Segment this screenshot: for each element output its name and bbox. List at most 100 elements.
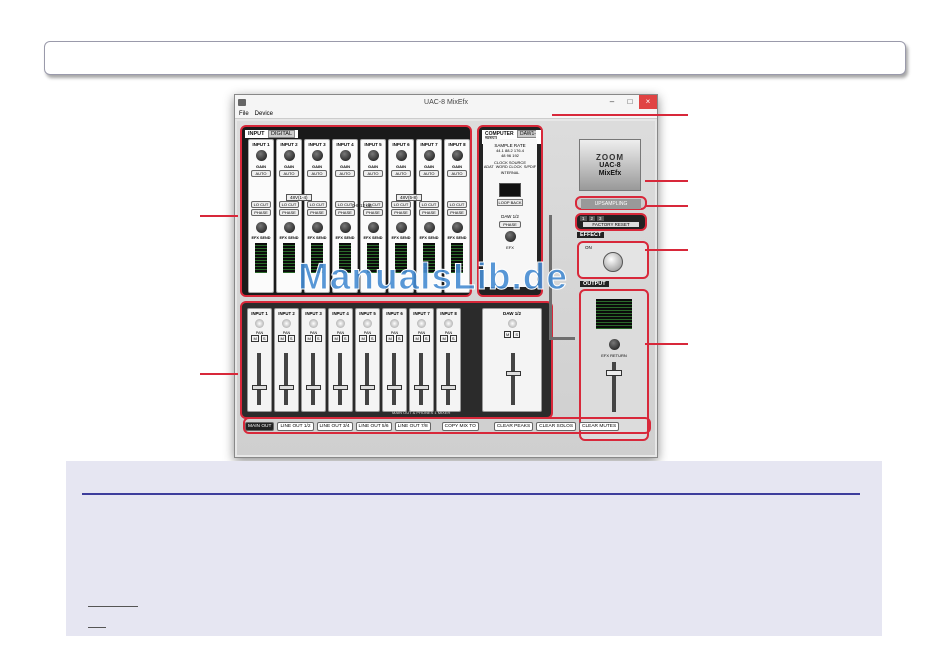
auto-button[interactable]: AUTO <box>279 170 299 177</box>
solo-button[interactable]: S <box>395 335 403 342</box>
efx-send-knob[interactable] <box>311 222 323 233</box>
locut-button[interactable]: LO CUT <box>419 201 439 208</box>
mute-button[interactable]: M <box>278 335 286 342</box>
pan-knob[interactable] <box>444 319 453 328</box>
menu-device[interactable]: Device <box>254 110 274 117</box>
gain-knob[interactable] <box>395 150 407 161</box>
auto-button[interactable]: AUTO <box>307 170 327 177</box>
fader-knob[interactable] <box>387 385 402 390</box>
efx-send-knob[interactable] <box>339 222 351 233</box>
auto-button[interactable]: AUTO <box>419 170 439 177</box>
pan-knob[interactable] <box>255 319 264 328</box>
clock-spdif[interactable]: S/PDIF <box>523 165 537 169</box>
input-source-select[interactable]: DIGITAL <box>268 130 296 138</box>
copy-mix-button[interactable]: COPY MIX TO <box>441 421 479 431</box>
mute-button[interactable]: M <box>440 335 448 342</box>
tab-line-out-7-8[interactable]: LINE OUT 7/8 <box>394 421 431 431</box>
efx-send-knob[interactable] <box>423 222 435 233</box>
phase-button[interactable]: PHASE <box>419 209 439 216</box>
upsampling-button[interactable]: UPSAMPLING <box>581 199 641 209</box>
mute-button[interactable]: M <box>413 335 421 342</box>
solo-button[interactable]: S <box>422 335 430 342</box>
factory-reset-button[interactable]: FACTORY RESET <box>583 222 639 227</box>
phantom-5-8-button[interactable]: 48V(5-8) <box>396 194 422 201</box>
phase-button[interactable]: PHASE <box>447 209 467 216</box>
fader-knob[interactable] <box>252 385 267 390</box>
close-button[interactable]: × <box>639 95 657 109</box>
auto-button[interactable]: AUTO <box>363 170 383 177</box>
phase-button[interactable]: PHASE <box>251 209 271 216</box>
phase-button[interactable]: PHASE <box>307 209 327 216</box>
minimize-button[interactable]: – <box>609 97 615 106</box>
efx-return-knob[interactable] <box>608 339 620 350</box>
mute-button[interactable]: M <box>386 335 394 342</box>
tab-main-out[interactable]: MAIN OUT <box>245 421 275 431</box>
solo-button[interactable]: S <box>314 335 322 342</box>
tab-line-out-5-6[interactable]: LINE OUT 5/6 <box>355 421 392 431</box>
solo-button[interactable]: S <box>260 335 268 342</box>
phase-button[interactable]: PHASE <box>279 209 299 216</box>
clear-solos-button[interactable]: CLEAR SOLOS <box>536 421 577 431</box>
preset-1[interactable]: 1 <box>580 216 587 221</box>
phantom-1-4-button[interactable]: 48V(1-4) <box>286 194 312 201</box>
locut-button[interactable]: LO CUT <box>307 201 327 208</box>
mute-button[interactable]: M <box>332 335 340 342</box>
pan-knob[interactable] <box>336 319 345 328</box>
efx-send-knob[interactable] <box>367 222 379 233</box>
pan-knob[interactable] <box>390 319 399 328</box>
daw-fader-knob[interactable] <box>506 371 521 376</box>
clock-word[interactable]: WORD CLOCK <box>495 165 522 169</box>
clear-peaks-button[interactable]: CLEAR PEAKS <box>493 421 534 431</box>
preset-2[interactable]: 2 <box>588 216 596 221</box>
solo-button[interactable]: S <box>449 335 457 342</box>
phase-button[interactable]: PHASE <box>391 209 411 216</box>
auto-button[interactable]: AUTO <box>251 170 271 177</box>
fader-knob[interactable] <box>414 385 429 390</box>
maximize-button[interactable]: □ <box>627 97 633 106</box>
output-fader-knob[interactable] <box>606 370 622 376</box>
daw-pan-knob[interactable] <box>507 319 517 328</box>
fader-knob[interactable] <box>279 385 294 390</box>
gain-knob[interactable] <box>451 150 463 161</box>
gain-knob[interactable] <box>311 150 323 161</box>
tab-line-out-3-4[interactable]: LINE OUT 3/4 <box>316 421 353 431</box>
pan-knob[interactable] <box>363 319 372 328</box>
gain-knob[interactable] <box>255 150 267 161</box>
pan-knob[interactable] <box>309 319 318 328</box>
locut-button[interactable]: LO CUT <box>363 201 383 208</box>
gain-knob[interactable] <box>283 150 295 161</box>
solo-button[interactable]: S <box>341 335 349 342</box>
gain-knob[interactable] <box>423 150 435 161</box>
locut-button[interactable]: LO CUT <box>279 201 299 208</box>
phase-button[interactable]: PHASE <box>363 209 383 216</box>
locut-button[interactable]: LO CUT <box>391 201 411 208</box>
auto-button[interactable]: AUTO <box>447 170 467 177</box>
efx-send-knob[interactable] <box>255 222 267 233</box>
solo-button[interactable]: S <box>368 335 376 342</box>
gain-knob[interactable] <box>339 150 351 161</box>
daw-solo-button[interactable]: S <box>513 331 520 338</box>
gain-knob[interactable] <box>367 150 379 161</box>
auto-button[interactable]: AUTO <box>391 170 411 177</box>
output-fader[interactable] <box>604 362 624 412</box>
pan-knob[interactable] <box>417 319 426 328</box>
locut-button[interactable]: LO CUT <box>251 201 271 208</box>
efx-send-knob[interactable] <box>283 222 295 233</box>
mute-button[interactable]: M <box>359 335 367 342</box>
menu-file[interactable]: File <box>239 110 249 117</box>
clear-mutes-button[interactable]: CLEAR MUTES <box>579 421 620 431</box>
solo-button[interactable]: S <box>287 335 295 342</box>
mute-button[interactable]: M <box>305 335 313 342</box>
fader-knob[interactable] <box>333 385 348 390</box>
fader-knob[interactable] <box>360 385 375 390</box>
efx-send-knob[interactable] <box>395 222 407 233</box>
daw-mute-button[interactable]: M <box>503 331 512 338</box>
daw-phase-button[interactable]: PHASE <box>499 221 521 228</box>
phase-button[interactable]: PHASE <box>335 209 355 216</box>
fader-knob[interactable] <box>441 385 456 390</box>
preset-3[interactable]: 3 <box>597 216 604 221</box>
daw-efx-knob[interactable] <box>504 231 516 242</box>
clock-internal[interactable]: INTERNAL <box>500 171 520 175</box>
title-bar[interactable]: UAC-8 MixEfx – □ × <box>235 95 657 109</box>
fader-knob[interactable] <box>306 385 321 390</box>
